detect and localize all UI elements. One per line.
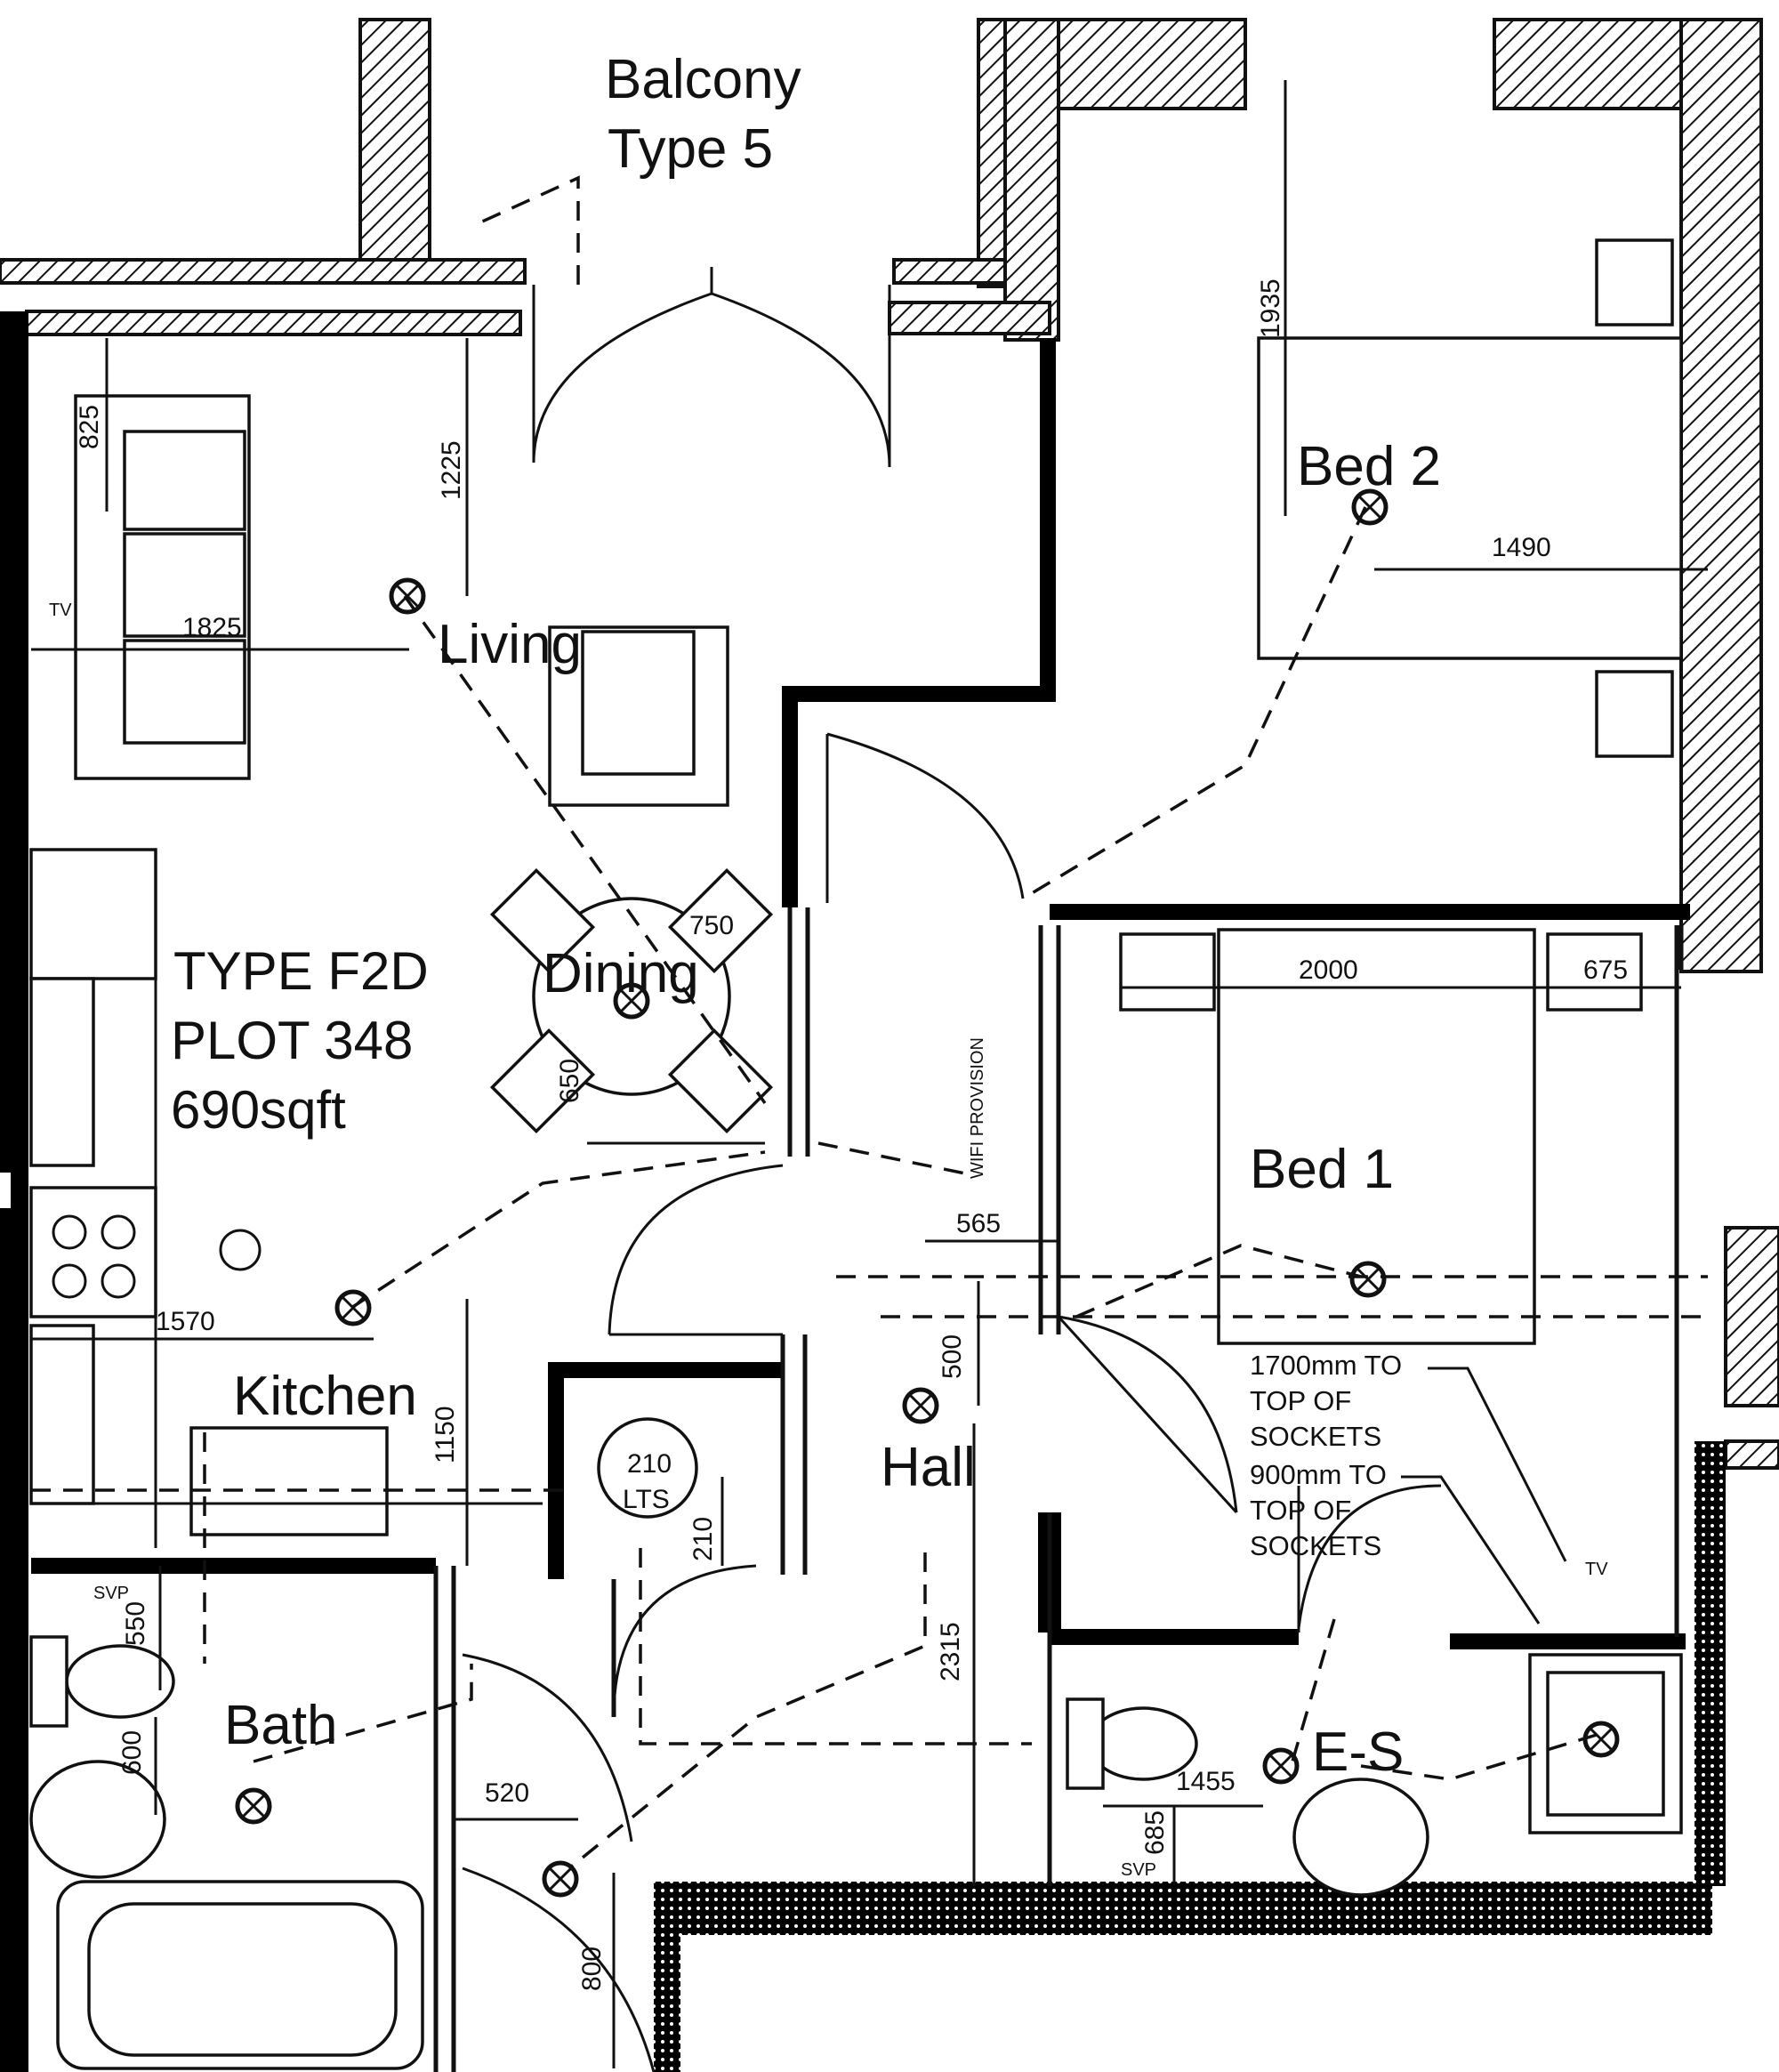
party-walls xyxy=(0,311,1726,2072)
dim-565: 565 xyxy=(956,1209,1001,1238)
dim-675: 675 xyxy=(1583,955,1628,985)
room-labels: Balcony Type 5 Bed 2 Living Dining Bed 1… xyxy=(224,49,1441,1783)
socket-notes: 1700mm TO TOP OF SOCKETS 900mm TO TOP OF… xyxy=(1250,1350,1567,1625)
dim-1490: 1490 xyxy=(1492,533,1551,562)
wiring xyxy=(31,175,1708,1870)
dim-2000: 2000 xyxy=(1299,955,1358,985)
cupboard-label-line2: LTS xyxy=(623,1485,670,1514)
dim-1570: 1570 xyxy=(156,1307,215,1336)
tv-label: TV xyxy=(1585,1560,1608,1579)
dim-210: 210 xyxy=(688,1517,718,1561)
dim-600: 600 xyxy=(117,1730,147,1775)
dim-1935: 1935 xyxy=(1256,278,1285,338)
svp-bath-label: SVP xyxy=(93,1584,129,1603)
light-fittings xyxy=(219,488,1620,1898)
svp-ensuite-label: SVP xyxy=(1121,1860,1156,1880)
note1-line2: TOP OF xyxy=(1250,1385,1351,1416)
doors xyxy=(462,267,1442,2072)
dim-2315: 2315 xyxy=(936,1622,965,1681)
ensuite-label: E-S xyxy=(1312,1721,1404,1783)
note2-line1: 900mm TO xyxy=(1250,1459,1387,1490)
dim-1825: 1825 xyxy=(182,613,242,642)
plot-number: PLOT 348 xyxy=(171,1011,413,1070)
furniture xyxy=(29,238,1683,2070)
note1-line3: SOCKETS xyxy=(1250,1421,1381,1452)
plot-area: 690sqft xyxy=(171,1080,346,1140)
note2-line2: TOP OF xyxy=(1250,1495,1351,1526)
dim-1225: 1225 xyxy=(437,440,466,500)
bed1-label: Bed 1 xyxy=(1250,1139,1394,1200)
balcony-label-line1: Balcony xyxy=(605,49,801,110)
dim-750: 750 xyxy=(689,911,734,940)
dim-1455: 1455 xyxy=(1176,1767,1236,1796)
cupboard-label: 210 LTS xyxy=(623,1449,672,1514)
internal-walls xyxy=(31,338,1690,2072)
dim-650: 650 xyxy=(555,1059,584,1103)
dim-800: 800 xyxy=(577,1947,607,1991)
small-labels: SVP SVP TV WIFI PROVISION TV xyxy=(49,601,1608,1880)
dim-500: 500 xyxy=(938,1334,967,1379)
living-label: Living xyxy=(438,614,582,675)
living-socket-label: TV xyxy=(49,601,72,620)
bed2-label: Bed 2 xyxy=(1297,436,1441,497)
external-walls xyxy=(0,18,1779,1470)
note1-line1: 1700mm TO xyxy=(1250,1350,1402,1381)
plot-info: TYPE F2D PLOT 348 690sqft xyxy=(171,941,429,1140)
hall-label: Hall xyxy=(881,1437,976,1498)
dimension-lines xyxy=(31,80,1708,2068)
kitchen-label: Kitchen xyxy=(233,1366,417,1427)
dimension-labels: 1935 1225 825 1825 1490 2000 675 750 650… xyxy=(75,278,1628,1991)
plot-type: TYPE F2D xyxy=(173,941,429,1001)
dining-label: Dining xyxy=(543,943,699,1004)
dim-520: 520 xyxy=(485,1778,529,1808)
hall-panel-label: WIFI PROVISION xyxy=(968,1037,987,1179)
note2-line3: SOCKETS xyxy=(1250,1530,1381,1561)
dim-685: 685 xyxy=(1140,1810,1170,1855)
balcony-label-line2: Type 5 xyxy=(608,118,773,180)
bath-label: Bath xyxy=(224,1695,338,1756)
dim-550: 550 xyxy=(121,1601,150,1646)
dim-1150: 1150 xyxy=(431,1406,460,1463)
dim-825: 825 xyxy=(75,405,104,449)
cupboard-label-line1: 210 xyxy=(627,1449,672,1479)
